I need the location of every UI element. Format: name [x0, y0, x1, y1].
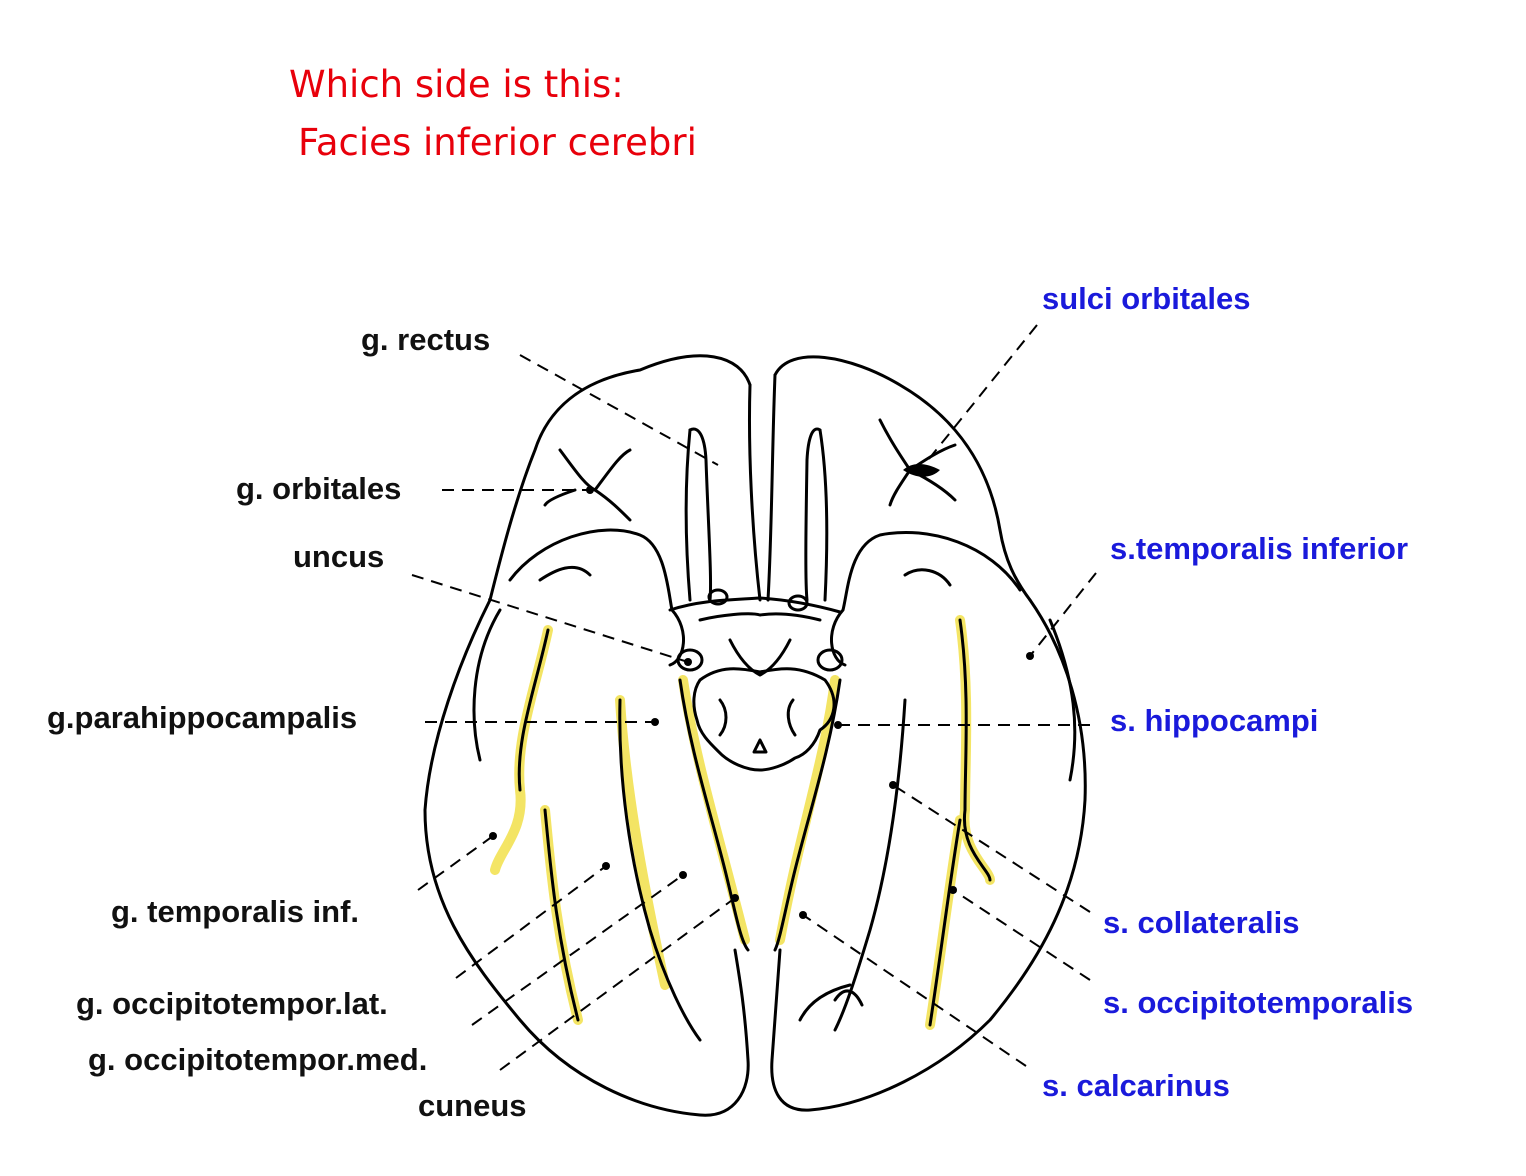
sulcus-highlights — [490, 615, 995, 1030]
question-line-2: Facies inferior cerebri — [298, 121, 697, 164]
leader-lines — [411, 324, 1097, 1071]
label-s-collateralis: s. collateralis — [1103, 905, 1300, 940]
orbital-sulcus-mark — [903, 464, 940, 477]
label-g-temporalis-inf: g. temporalis inf. — [111, 894, 360, 929]
label-s-calcarinus: s. calcarinus — [1042, 1068, 1230, 1103]
label-g-occipitotempor-lat: g. occipitotempor.lat. — [76, 986, 388, 1021]
question-line-1: Which side is this: — [289, 63, 624, 106]
label-sulci-orbitales: sulci orbitales — [1042, 281, 1251, 316]
label-g-parahippocampalis: g.parahippocampalis — [47, 700, 358, 735]
label-cuneus: cuneus — [418, 1088, 527, 1123]
brain-outline — [423, 354, 1087, 1117]
label-s-hippocampi: s. hippocampi — [1110, 703, 1319, 738]
label-g-rectus: g. rectus — [361, 322, 491, 357]
label-s-occipitotemporalis: s. occipitotemporalis — [1103, 985, 1414, 1020]
label-s-temporalis-inferior: s.temporalis inferior — [1110, 531, 1409, 566]
label-uncus: uncus — [293, 539, 385, 574]
label-g-orbitales: g. orbitales — [236, 471, 402, 506]
leader-dots — [489, 486, 1034, 919]
label-g-occipitotempor-med: g. occipitotempor.med. — [88, 1042, 428, 1077]
